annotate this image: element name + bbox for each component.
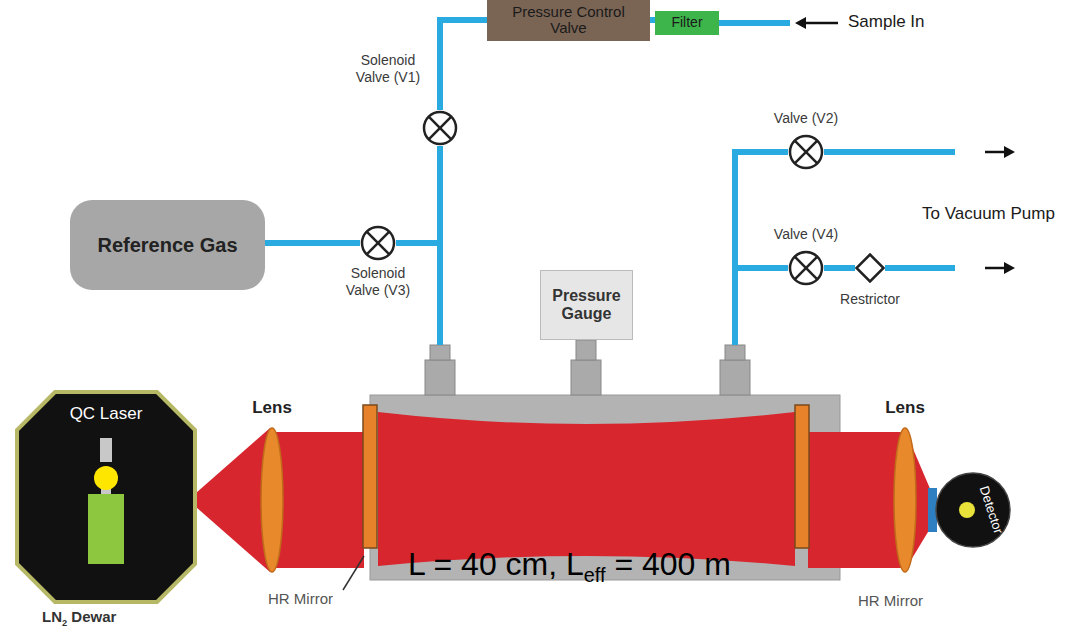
valve-cross xyxy=(429,117,452,140)
control-valve-box: Pressure Control Valve xyxy=(487,0,650,41)
valve-label: Valve (V4) xyxy=(761,226,851,243)
pressure-gauge: Pressure Gauge xyxy=(540,270,633,340)
restrictor-symbol: Restrictor xyxy=(855,253,885,283)
flow-arrow xyxy=(985,151,1006,154)
symbol-outline xyxy=(788,134,824,170)
gas-pipe xyxy=(735,265,788,271)
part-label: Lens xyxy=(885,398,925,418)
gas-pipe xyxy=(885,265,955,271)
gas-pipe xyxy=(719,20,790,26)
valve-cross xyxy=(795,257,818,280)
valve-symbol: Valve (V2) xyxy=(788,134,824,170)
box-label: Reference Gas xyxy=(97,234,237,256)
valve-label: Restrictor xyxy=(825,291,915,308)
cold-finger xyxy=(88,494,124,564)
symbol-outline xyxy=(788,250,824,286)
symbol-outline xyxy=(360,225,396,261)
laser-beam xyxy=(188,428,270,572)
label-part: Dewar xyxy=(71,608,116,625)
hr-mirror xyxy=(795,405,809,548)
label-part: = 400 m xyxy=(614,546,731,582)
gas-pipe xyxy=(824,149,955,155)
cell-fitting xyxy=(425,360,455,395)
cell-fitting xyxy=(725,345,745,360)
solenoid-valve: Solenoid Valve (V1) xyxy=(422,110,458,146)
symbol-outline xyxy=(855,253,885,283)
gas-pipe xyxy=(440,20,487,110)
hr-mirror xyxy=(363,405,377,548)
gas-pipe xyxy=(265,240,360,246)
label-part: L = 40 cm, L xyxy=(408,546,584,582)
part-label: HR Mirror xyxy=(268,590,333,607)
valve-label: Solenoid Valve (V1) xyxy=(346,52,430,86)
filter-box: Filter xyxy=(655,11,719,34)
cell-fitting xyxy=(571,360,601,395)
valve-cross xyxy=(429,117,452,140)
valve-cross xyxy=(367,232,390,255)
arrow-head xyxy=(1004,146,1015,158)
flow-label: To Vacuum Pump xyxy=(922,204,1055,224)
valve-circle xyxy=(790,252,822,284)
part-label: Lens xyxy=(252,398,292,418)
label-part: eff xyxy=(584,564,606,586)
restrictor-diamond xyxy=(857,255,884,282)
cell-fitting xyxy=(430,345,450,360)
laser-beam xyxy=(808,432,905,568)
gas-pipe xyxy=(735,152,788,345)
gas-pipe xyxy=(396,240,440,246)
dewar-label: LN2 Dewar xyxy=(42,608,116,629)
box-label: Pressure Gauge xyxy=(547,287,626,322)
valve-label: Valve (V2) xyxy=(761,110,851,127)
detector-body xyxy=(936,473,1010,547)
label-part: 2 xyxy=(62,618,67,628)
flow-label: Sample In xyxy=(848,12,925,32)
valve-cross xyxy=(367,232,390,255)
label-part: LN xyxy=(42,608,62,625)
valve-cross xyxy=(795,141,818,164)
valve-circle xyxy=(790,136,822,168)
arrow-head xyxy=(1004,262,1015,274)
flow-arrow xyxy=(803,22,838,25)
laser-beam xyxy=(378,412,795,566)
arrow-head xyxy=(795,17,806,29)
lens-symbol xyxy=(261,428,283,572)
dimension-label: L = 40 cm, Leff = 400 m xyxy=(408,546,731,587)
valve-symbol: Valve (V4) xyxy=(788,250,824,286)
valve-circle xyxy=(424,112,456,144)
solenoid-valve: Solenoid Valve (V3) xyxy=(360,225,396,261)
valve-circle xyxy=(362,227,394,259)
valve-cross xyxy=(795,141,818,164)
laser-label: QC Laser xyxy=(15,404,197,424)
symbol-outline xyxy=(422,110,458,146)
gas-cylinder: Reference Gas xyxy=(70,200,265,290)
box-label: Filter xyxy=(671,15,702,30)
lens-symbol xyxy=(894,428,916,572)
laser-beam xyxy=(270,432,364,568)
cell-fitting xyxy=(720,360,750,395)
leader-line xyxy=(343,556,364,590)
cell-fitting xyxy=(576,340,596,360)
dewar-octagon xyxy=(17,392,195,602)
gas-pipe xyxy=(824,265,855,271)
ln2-dewar: QC Laser xyxy=(15,390,197,604)
valve-cross xyxy=(795,257,818,280)
detector-symbol: Detector xyxy=(935,472,1011,548)
box-label: Pressure Control Valve xyxy=(493,4,644,37)
laser-chip xyxy=(94,466,118,490)
valve-label: Solenoid Valve (V3) xyxy=(336,265,420,299)
part-label: HR Mirror xyxy=(858,592,923,609)
detector-element xyxy=(959,502,975,518)
flow-arrow xyxy=(985,267,1006,270)
laser-mount xyxy=(100,438,112,462)
